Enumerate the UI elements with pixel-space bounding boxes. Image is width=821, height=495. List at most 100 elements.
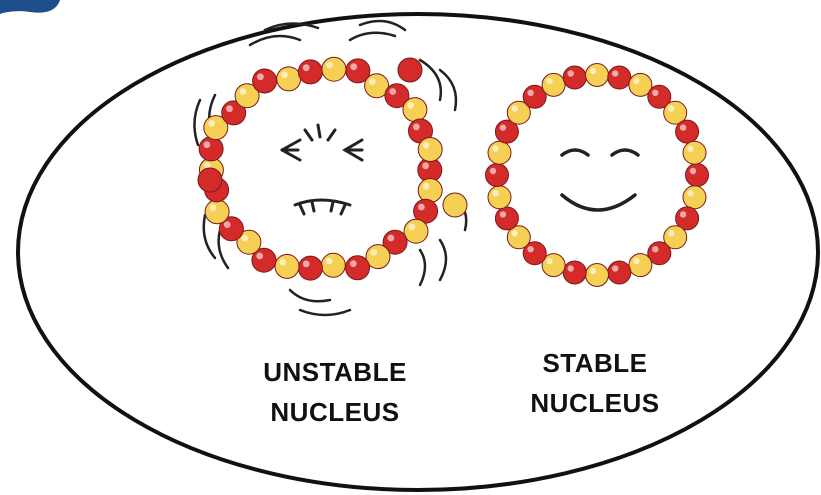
neutron bbox=[586, 264, 609, 287]
bead-highlight bbox=[226, 105, 233, 112]
bead-highlight bbox=[210, 204, 217, 211]
proton bbox=[253, 69, 277, 93]
header-fragment bbox=[0, 0, 60, 14]
stable-nucleus bbox=[486, 64, 709, 287]
bead-highlight bbox=[413, 123, 420, 130]
bead-highlight bbox=[257, 73, 264, 80]
bead-highlight bbox=[687, 190, 693, 196]
bead-highlight bbox=[240, 88, 247, 95]
bead-highlight bbox=[208, 120, 215, 127]
proton bbox=[563, 66, 586, 89]
bead-highlight bbox=[350, 260, 357, 267]
bead-highlight bbox=[423, 142, 430, 149]
bead-highlight bbox=[668, 230, 674, 236]
bead-highlight bbox=[256, 253, 263, 260]
neutron bbox=[275, 254, 299, 278]
proton bbox=[495, 207, 518, 230]
bead-highlight bbox=[204, 141, 211, 148]
bead-highlight bbox=[680, 124, 686, 130]
bead-highlight bbox=[224, 221, 231, 228]
bead-highlight bbox=[500, 124, 506, 130]
bead-highlight bbox=[326, 62, 333, 69]
bead-highlight bbox=[500, 211, 506, 217]
proton bbox=[346, 256, 370, 280]
bead-highlight bbox=[423, 183, 430, 190]
bead-highlight bbox=[568, 265, 574, 271]
bead-highlight bbox=[527, 246, 533, 252]
bead-highlight bbox=[652, 246, 658, 252]
unstable-label-line2: NUCLEUS bbox=[210, 392, 460, 432]
bead-highlight bbox=[407, 102, 414, 109]
bead-highlight bbox=[389, 88, 396, 95]
proton bbox=[199, 137, 223, 161]
bead-highlight bbox=[422, 162, 429, 169]
bead-highlight bbox=[370, 249, 377, 256]
neutron bbox=[418, 138, 442, 162]
smiling-face bbox=[562, 150, 638, 210]
proton bbox=[298, 256, 322, 280]
neutron bbox=[683, 141, 706, 164]
stable-nucleon-ring bbox=[486, 64, 709, 287]
bead-highlight bbox=[281, 71, 288, 78]
neutron bbox=[321, 253, 345, 277]
bead-highlight bbox=[388, 235, 395, 242]
neutron bbox=[404, 219, 428, 243]
bead-highlight bbox=[408, 224, 415, 231]
neutron bbox=[403, 98, 427, 122]
proton bbox=[608, 66, 631, 89]
bead-highlight bbox=[633, 258, 639, 264]
neutron bbox=[488, 186, 511, 209]
unstable-nucleus bbox=[194, 21, 467, 315]
stable-label-line1: STABLE bbox=[470, 343, 720, 383]
neutron bbox=[418, 179, 442, 203]
bead-highlight bbox=[568, 70, 574, 76]
bead-highlight bbox=[680, 211, 686, 217]
neutron bbox=[322, 57, 346, 81]
bead-highlight bbox=[279, 259, 286, 266]
proton bbox=[608, 261, 631, 284]
unstable-nucleus-label: UNSTABLE NUCLEUS bbox=[210, 352, 460, 432]
bead-highlight bbox=[612, 70, 618, 76]
bead-highlight bbox=[690, 168, 696, 174]
proton bbox=[298, 60, 322, 84]
unstable-label-line1: UNSTABLE bbox=[210, 352, 460, 392]
bead-highlight bbox=[612, 265, 618, 271]
stable-label-line2: NUCLEUS bbox=[470, 383, 720, 423]
neutron bbox=[205, 200, 229, 224]
neutron bbox=[488, 141, 511, 164]
neutron bbox=[586, 64, 609, 87]
bead-highlight bbox=[512, 105, 518, 111]
neutron bbox=[629, 254, 652, 277]
bead-highlight bbox=[350, 63, 357, 70]
bead-highlight bbox=[590, 268, 596, 274]
proton bbox=[676, 120, 699, 143]
proton bbox=[486, 164, 509, 187]
bead-highlight bbox=[687, 146, 693, 152]
loose-nucleon bbox=[198, 168, 222, 192]
bead-highlight bbox=[241, 235, 248, 242]
loose-nucleon bbox=[443, 193, 467, 217]
bead-highlight bbox=[492, 146, 498, 152]
neutron bbox=[683, 186, 706, 209]
neutron bbox=[277, 67, 301, 91]
bead-highlight bbox=[490, 168, 496, 174]
bead-highlight bbox=[492, 190, 498, 196]
bead-highlight bbox=[303, 64, 310, 71]
bead-highlight bbox=[546, 258, 552, 264]
bead-highlight bbox=[590, 68, 596, 74]
loose-nucleon bbox=[398, 58, 422, 82]
bead-highlight bbox=[668, 105, 674, 111]
bead-highlight bbox=[527, 90, 533, 96]
strained-face bbox=[282, 125, 362, 214]
bead-highlight bbox=[303, 261, 310, 268]
bead-highlight bbox=[369, 78, 376, 85]
bead-highlight bbox=[652, 90, 658, 96]
neutron bbox=[542, 73, 565, 96]
unstable-nucleon-ring bbox=[198, 57, 467, 280]
bead-highlight bbox=[633, 78, 639, 84]
bead-highlight bbox=[418, 204, 425, 211]
stable-nucleus-label: STABLE NUCLEUS bbox=[470, 343, 720, 423]
proton bbox=[563, 261, 586, 284]
bead-highlight bbox=[326, 258, 333, 265]
bead-highlight bbox=[512, 230, 518, 236]
